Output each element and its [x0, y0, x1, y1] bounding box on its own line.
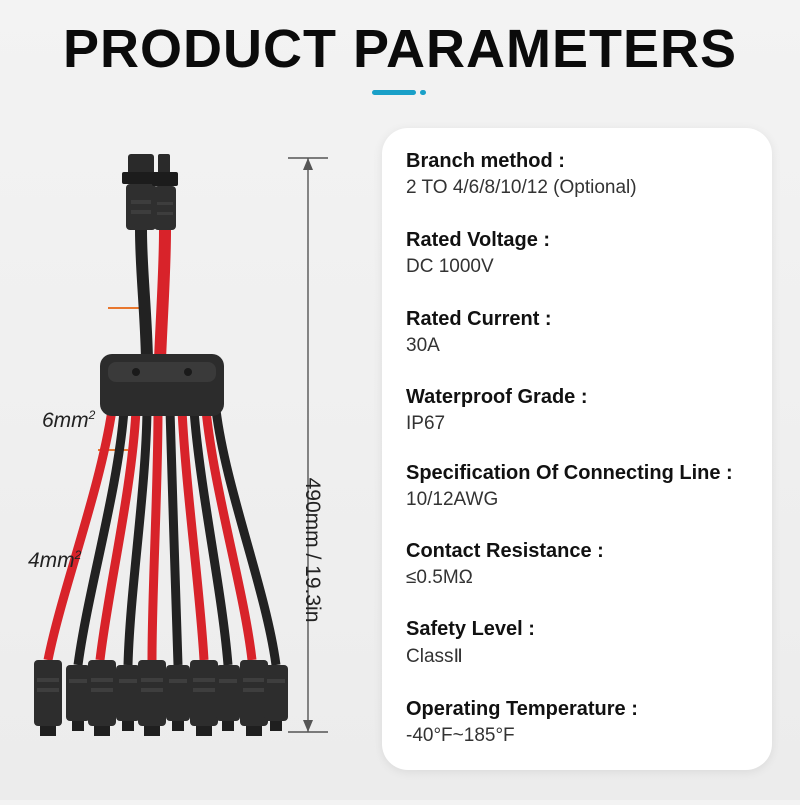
spec-label: Rated Voltage : [406, 229, 551, 251]
spec-item: Contact Resistance : ≤0.5MΩ [406, 540, 604, 589]
spec-item: Rated Voltage : DC 1000V [406, 229, 550, 278]
main-wire-size: 6mm [42, 409, 89, 432]
title-underline [372, 90, 416, 95]
spec-item: Specification Of Connecting Line : 10/12… [406, 462, 733, 511]
spec-value: IP67 [406, 413, 446, 434]
spec-label: Contact Resistance : [406, 540, 604, 562]
title-underline-dot [420, 90, 426, 95]
dimension-line [288, 157, 328, 733]
spec-value: -40°F~185°F [406, 725, 515, 746]
branch-wires [43, 409, 281, 666]
spec-value: 10/12AWG [406, 489, 499, 510]
cable-diagram [34, 154, 328, 736]
spec-value: DC 1000V [406, 256, 494, 277]
spec-label: Branch method : [406, 150, 565, 172]
main-wire-exponent: 2 [88, 408, 96, 422]
spec-card: Branch method : 2 TO 4/6/8/10/12 (Option… [382, 128, 772, 770]
spec-item: Waterproof Grade : IP67 [406, 386, 588, 435]
spec-item: Operating Temperature : -40°F~185°F [406, 698, 638, 747]
spec-value: 2 TO 4/6/8/10/12 (Optional) [406, 177, 637, 198]
length-label: 490mm / 19.3in [301, 477, 324, 623]
spec-item: Safety Level : ClassⅡ [406, 618, 535, 668]
page-title: PRODUCT PARAMETERS [62, 19, 737, 79]
spec-item: Rated Current : 30A [406, 308, 552, 357]
spec-label: Waterproof Grade : [406, 386, 588, 408]
product-illustration: 6mm2 4mm2 490mm / 19.3in [0, 110, 380, 800]
spec-item: Branch method : 2 TO 4/6/8/10/12 (Option… [406, 150, 637, 199]
spec-value: 30A [406, 335, 440, 356]
spec-label: Specification Of Connecting Line : [406, 462, 733, 484]
branch-wire-exponent: 2 [74, 548, 82, 562]
spec-label: Operating Temperature : [406, 698, 638, 720]
spec-label: Rated Current : [406, 308, 552, 330]
top-connector-red [152, 154, 178, 230]
junction-block [100, 354, 224, 416]
spec-value: ≤0.5MΩ [406, 567, 473, 588]
main-wire-label: 6mm2 [42, 408, 95, 433]
branch-wire-label: 4mm2 [28, 548, 81, 573]
spec-label: Safety Level : [406, 618, 535, 640]
bottom-connectors [34, 660, 288, 736]
top-connector-black [122, 154, 160, 230]
branch-wire-size: 4mm [28, 549, 75, 572]
spec-value: ClassⅡ [406, 646, 463, 667]
